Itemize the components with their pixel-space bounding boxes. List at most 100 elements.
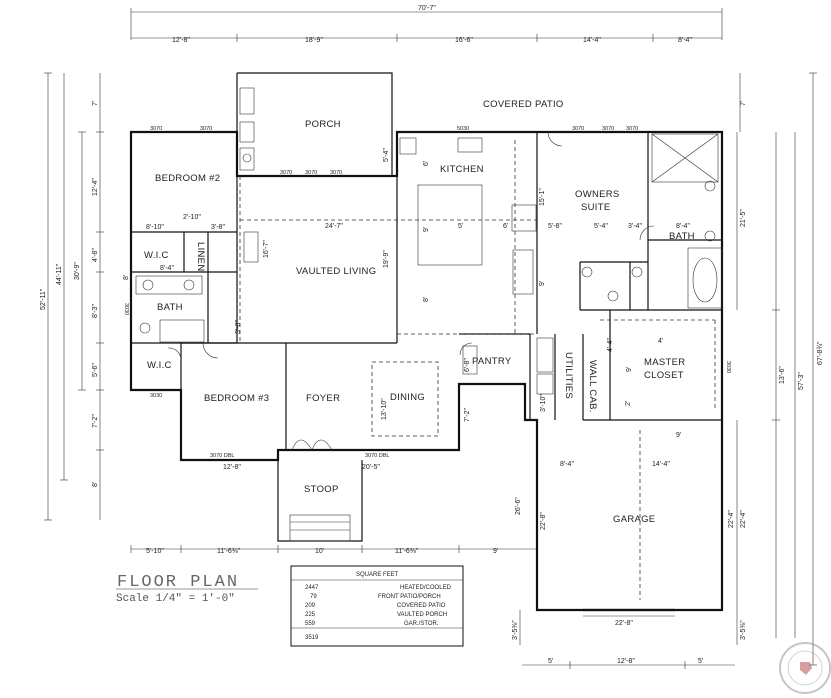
window-tag: 3070 DBL (210, 453, 234, 459)
dim-garage-bottom-1: 5' (548, 658, 553, 665)
dim-top-3: 16'-6" (455, 37, 473, 44)
sqft-row-value: 2447 (305, 585, 319, 591)
dim-util-c: 6'-8" (464, 358, 471, 372)
dimension-labels: 70'-7" 12'-8" 18'-9" 16'-6" 14'-4" 8'-4"… (40, 5, 824, 665)
sqft-row-label: HEATED/COOLED (400, 585, 452, 591)
dim-top-4: 14'-4" (583, 37, 601, 44)
dim-bed2-b: 2'-10" (183, 214, 201, 221)
dim-owner-a: 5'-8" (548, 223, 562, 230)
plan-title: FLOOR PLAN (117, 573, 239, 592)
room-porch: PORCH (305, 119, 341, 130)
dim-left-seg-4: 8'-3" (92, 304, 99, 318)
room-wic-bottom: W.I.C (147, 360, 172, 371)
dim-right-top: 7' (740, 101, 747, 106)
room-bedroom-3: BEDROOM #3 (204, 393, 269, 404)
window-tag: 3070 (150, 126, 162, 132)
dim-hall: 16'-7" (263, 240, 270, 258)
window-tag: 3030 (123, 303, 129, 315)
window-tag: 3070 (330, 170, 342, 176)
room-labels: PORCH COVERED PATIO BEDROOM #2 KITCHEN O… (144, 99, 695, 525)
dim-left-overall: 52'-11" (40, 288, 47, 310)
room-linen: LINEN (195, 242, 206, 271)
dim-bottom-5: 9' (493, 548, 498, 555)
dim-garage-f: 22'-4" (728, 510, 735, 528)
room-owners-suite-2: SUITE (581, 202, 610, 213)
dim-top-2: 18'-9" (305, 37, 323, 44)
dim-util-b: 3'-10" (540, 394, 547, 412)
sqft-row-value: 209 (305, 603, 316, 609)
sqft-row-value: 79 (310, 594, 317, 600)
dim-dining-w: 20'-5" (362, 464, 380, 471)
dim-left-seg-5: 5'-6" (92, 363, 99, 377)
window-tag: 3070 (305, 170, 317, 176)
room-master-closet-1: MASTER (644, 357, 685, 368)
sqft-row-label: COVERED PATIO (397, 603, 446, 609)
dim-overall-width: 70'-7" (418, 5, 436, 12)
dim-owner-c: 3'-4" (628, 223, 642, 230)
room-vaulted-living: VAULTED LIVING (296, 266, 376, 277)
dim-garage-depth: 26'-6" (515, 497, 522, 515)
room-bedroom-2: BEDROOM #2 (155, 173, 220, 184)
dim-bottom-4: 11'-6⅜" (395, 548, 419, 555)
dim-left-seg-6: 7'-2" (92, 414, 99, 428)
window-tags: 3070 3070 5030 3070 3070 3070 3070 3070 … (123, 126, 731, 459)
dim-closet-a: 4' (658, 338, 663, 345)
dim-bed3-w: 12'-8" (223, 464, 241, 471)
dim-wic-w: 8'-4" (160, 265, 174, 272)
window-tag: 3030 (150, 393, 162, 399)
dim-bath-h: 3'-8" (235, 320, 242, 334)
room-pantry: PANTRY (472, 356, 512, 367)
room-utilities: UTILITIES (563, 352, 574, 399)
dim-kitchen-b: 6' (503, 223, 508, 230)
plan-scale: Scale 1/4" = 1'-0" (116, 593, 235, 605)
room-wall-cab: WALL CAB. (587, 360, 598, 413)
room-foyer: FOYER (306, 393, 340, 404)
dim-left-seg-7: 8' (92, 482, 99, 487)
dim-closet-b: 9' (626, 367, 633, 372)
dim-bottom-2: 11'-6⅜" (217, 548, 241, 555)
dim-dining-h: 13'-10" (381, 398, 388, 420)
dim-bed2-c: 3'-8" (211, 224, 225, 231)
dim-left-seg-3: 4'-8" (92, 248, 99, 262)
dim-left-seg-1: 7' (92, 101, 99, 106)
window-tag: 3070 (280, 170, 292, 176)
dim-porch-depth: 5'-4" (383, 148, 390, 162)
sqft-row-value: 559 (305, 621, 316, 627)
dim-owner-w: 2' (625, 401, 632, 406)
window-tag: 3030 (725, 361, 731, 373)
sqft-row-label: VAULTED PORCH (397, 612, 447, 618)
dim-top-5: 8'-4" (678, 37, 692, 44)
room-dining: DINING (390, 392, 425, 403)
dim-garage-a: 8'-4" (560, 461, 574, 468)
dim-kitchen-top: 6' (423, 161, 430, 166)
window-tag: 3070 DBL (365, 453, 389, 459)
square-feet-table: SQUARE FEET 2447 HEATED/COOLED 79 FRONT … (290, 565, 464, 647)
sqft-row-label: GAR./STOR. (404, 621, 439, 627)
dim-right-mid: 57'-3" (798, 372, 805, 390)
dim-left-seg-2: 12'-4" (92, 178, 99, 196)
room-kitchen: KITCHEN (440, 164, 484, 175)
room-bath-left: BATH (157, 302, 183, 313)
sqft-heading: SQUARE FEET (356, 572, 399, 578)
dim-door-gap: 9' (539, 281, 546, 286)
dim-top-1: 12'-8" (172, 37, 190, 44)
dim-bed2-a: 8'-10" (146, 224, 164, 231)
dim-kitchen-v: 15'-1" (539, 188, 546, 206)
room-bath-owner: BATH (669, 231, 695, 242)
sqft-row-label: FRONT PATIO/PORCH (378, 594, 441, 600)
dim-right-seg-a: 21'-5" (740, 209, 747, 227)
window-tag: 3070 (602, 126, 614, 132)
sqft-total: 3519 (305, 635, 319, 641)
dim-util-a: 7'-2" (464, 408, 471, 422)
dim-garage-c: 9' (676, 432, 681, 439)
dim-owner-b: 5'-4" (594, 223, 608, 230)
room-garage: GARAGE (613, 514, 655, 525)
dim-living-width: 24'-7" (325, 223, 343, 230)
room-covered-patio: COVERED PATIO (483, 99, 564, 110)
dimension-lines (44, 8, 817, 669)
dim-right-overall: 67'-8¾" (817, 341, 824, 365)
realtor-seal-logo (779, 642, 831, 694)
window-tag: 5030 (457, 126, 469, 132)
walls (129, 72, 724, 612)
